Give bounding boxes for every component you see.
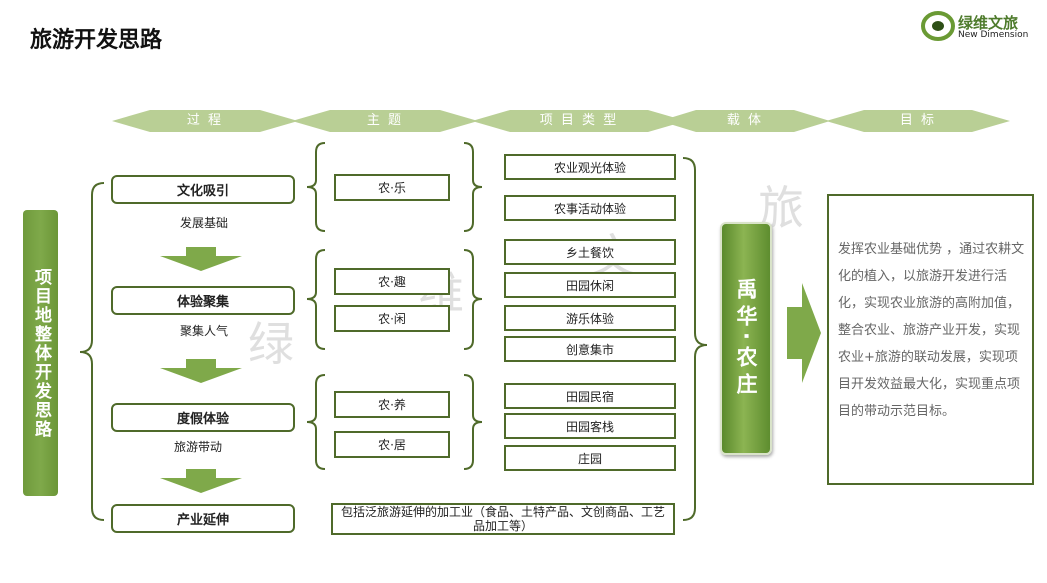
theme-box: 农·乐 — [334, 174, 450, 201]
header-shape — [826, 110, 1010, 132]
watermark-char: 绿 — [248, 317, 294, 371]
arrow-down-icon — [160, 469, 242, 493]
goal-box: 发挥农业基础优势 ，通过农耕文化的植入，以旅游开发进行活化，实现农业旅游的高附加… — [827, 194, 1034, 485]
logo-subtitle: New Dimension — [958, 30, 1029, 40]
project-box: 庄园 — [504, 445, 676, 471]
header-project-type: 项 目 类 型 — [539, 113, 619, 128]
theme-box: 农·趣 — [334, 268, 450, 295]
arrow-right-icon — [787, 283, 821, 383]
header-shape — [660, 110, 830, 132]
project-box: 田园休闲 — [504, 272, 676, 298]
goal-paragraph: 整合农业、旅游产业开发，实现农业+旅游的联动发展，实现项目开发效益最大化，实现重… — [838, 323, 1021, 419]
carrier-box: 禹华·农庄 — [720, 222, 772, 455]
logo-icon — [921, 11, 955, 41]
project-box: 游乐体验 — [504, 305, 676, 331]
project-box: 农事活动体验 — [504, 195, 676, 221]
header-goal: 目 标 — [899, 113, 937, 128]
project-box: 田园民宿 — [504, 383, 676, 409]
process-box: 度假体验 — [111, 403, 295, 432]
process-sub: 发展基础 — [180, 216, 229, 230]
arrow-down-icon — [160, 247, 242, 271]
header-shape — [472, 110, 686, 132]
process-box: 产业延伸 — [111, 504, 295, 533]
arrow-down-icon — [160, 359, 242, 383]
project-box: 创意集市 — [504, 336, 676, 362]
header-carrier: 载 体 — [726, 113, 764, 128]
overall-idea-bar: 项目地整体开发思路 — [23, 210, 58, 496]
extension-box: 包括泛旅游延伸的加工业（食品、土特产品、文创商品、工艺品加工等） — [331, 503, 675, 535]
header-shape — [292, 110, 478, 132]
logo-name: 绿维文旅 — [958, 14, 1019, 32]
process-sub: 聚集人气 — [180, 324, 229, 338]
header-process: 过 程 — [186, 113, 224, 128]
theme-box: 农·养 — [334, 391, 450, 418]
project-box: 乡土餐饮 — [504, 239, 676, 265]
theme-box: 农·居 — [334, 431, 450, 458]
project-box: 农业观光体验 — [504, 154, 676, 180]
header-shape — [112, 110, 298, 132]
goal-paragraph: 发挥农业基础优势 ，通过农耕文化的植入，以旅游开发进行活化，实现农业旅游的高附加… — [838, 242, 1025, 311]
process-box: 体验聚集 — [111, 286, 295, 315]
process-sub: 旅游带动 — [174, 440, 223, 454]
header-theme: 主 题 — [366, 113, 404, 128]
project-box: 田园客栈 — [504, 413, 676, 439]
page-title: 旅游开发思路 — [30, 28, 163, 53]
theme-box: 农·闲 — [334, 305, 450, 332]
process-box: 文化吸引 — [111, 175, 295, 204]
